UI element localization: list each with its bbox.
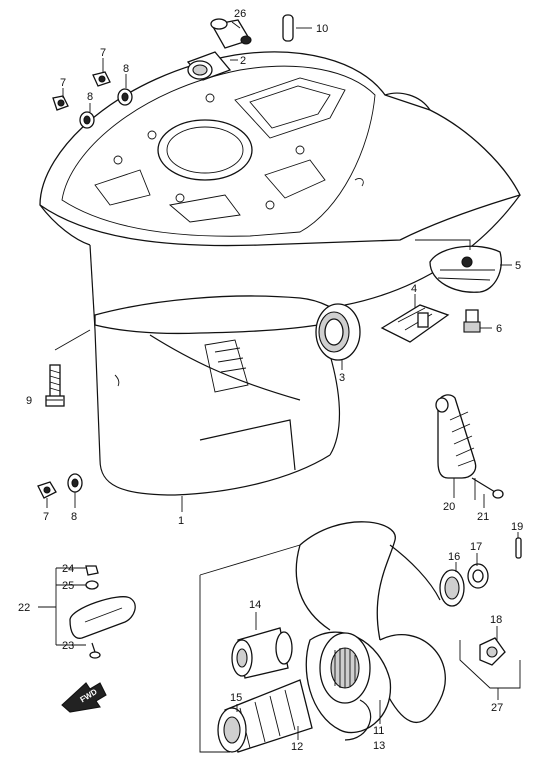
- callout-4: 4: [411, 283, 417, 295]
- part-9-long-bolt: [45, 364, 65, 407]
- propeller: [295, 521, 446, 741]
- leader-lines: [46, 21, 519, 740]
- part-7-nut-left: [52, 95, 69, 111]
- part-22-cover-plate: [69, 596, 136, 639]
- callout-19: 19: [511, 521, 523, 533]
- callout-8-top: 8: [123, 63, 129, 75]
- part-6-bolt: [463, 309, 481, 333]
- callout-11: 11: [373, 725, 384, 737]
- gear-case-housing: [39, 51, 521, 496]
- part-2-needle-bearing: [186, 51, 232, 81]
- callout-1: 1: [178, 515, 184, 527]
- callout-20: 20: [443, 501, 455, 513]
- part-5-trim-tab-anode: [429, 245, 502, 293]
- forward-direction-marker: FWD: [61, 682, 107, 713]
- part-8-washer-bottom: [67, 473, 83, 493]
- part-23-screw: [89, 642, 101, 659]
- part-18-castle-nut: [479, 637, 506, 666]
- callout-7-top: 7: [100, 47, 106, 59]
- part-7-nut-bottom: [37, 481, 57, 499]
- callout-2: 2: [240, 55, 246, 67]
- callout-6: 6: [496, 323, 502, 335]
- callout-25: 25: [62, 580, 74, 592]
- callout-23: 23: [62, 640, 74, 652]
- callout-3: 3: [339, 372, 345, 384]
- callout-8-left: 8: [87, 91, 93, 103]
- callout-5: 5: [515, 260, 521, 272]
- callout-15: 15: [230, 692, 242, 704]
- part-8-washer-left: [79, 111, 95, 129]
- callout-13: 13: [373, 740, 385, 752]
- part-4-water-strainer: [380, 304, 450, 343]
- part-14-shaft-bushing: [231, 627, 293, 679]
- callout-16: 16: [448, 551, 460, 563]
- callout-18: 18: [490, 614, 502, 626]
- part-25-washer: [85, 580, 99, 590]
- callout-24: 24: [62, 563, 74, 575]
- part-10-dowel-pin: [282, 14, 294, 42]
- part-20-water-intake-grille: [435, 394, 477, 479]
- callout-21: 21: [477, 511, 489, 523]
- callout-8-bottom: 8: [71, 511, 77, 523]
- part-26-plug-cap: [210, 18, 252, 49]
- callout-27: 27: [491, 702, 503, 714]
- callout-brackets: [38, 239, 521, 753]
- part-21-screw: [471, 477, 504, 499]
- callout-14: 14: [249, 599, 261, 611]
- part-8-washer-top: [117, 88, 133, 106]
- part-3-ball-bearing: [315, 303, 361, 361]
- part-7-nut-top: [92, 71, 111, 87]
- part-19-cotter-pin: [515, 537, 522, 559]
- callout-7-bottom: 7: [43, 511, 49, 523]
- part-15-hub-seal: [217, 707, 247, 753]
- callout-12: 12: [291, 741, 303, 753]
- callout-17: 17: [470, 541, 482, 553]
- part-17-washer: [467, 563, 489, 589]
- callout-26: 26: [234, 8, 246, 20]
- callout-7-left: 7: [60, 77, 66, 89]
- part-16-thrust-washer: [439, 569, 465, 607]
- part-24-nut: [85, 565, 99, 576]
- callout-10: 10: [316, 23, 328, 35]
- callout-numbers: 26 10 2 7 8 7 8 5 4 6 3 9 7 8 1 20 21 19…: [18, 8, 523, 753]
- callout-9: 9: [26, 395, 32, 407]
- callout-22: 22: [18, 602, 30, 614]
